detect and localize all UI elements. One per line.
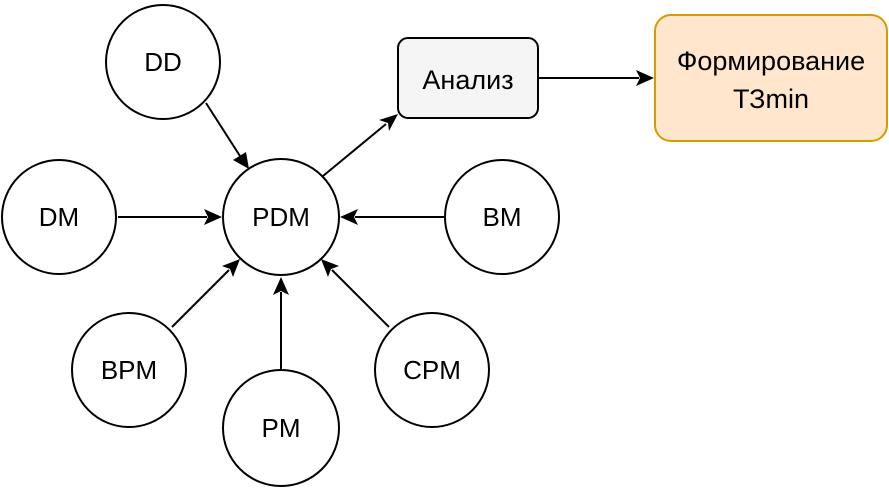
- node-bpm: BPM: [71, 312, 187, 428]
- node-formation-label-line1: Формирование: [677, 46, 865, 76]
- node-pm-label: PM: [262, 413, 301, 443]
- edge-dm-pdm: [118, 209, 222, 225]
- edge-pm-pdm: [273, 277, 289, 370]
- node-dm-label: DM: [39, 202, 79, 232]
- edge-pdm-analysis: [322, 114, 398, 177]
- node-analysis-label: Анализ: [422, 65, 513, 95]
- node-formation-label-line2: ТЗmin: [733, 84, 809, 114]
- nodes: DD DM PDM BM BPM PM CPM Анализ: [1, 4, 888, 487]
- edge-bpm-pdm: [171, 259, 240, 328]
- node-formation: Формирование ТЗmin: [654, 14, 888, 142]
- node-pdm-label: PDM: [252, 202, 310, 232]
- node-pm: PM: [222, 369, 340, 487]
- node-pdm: PDM: [222, 158, 340, 276]
- node-bm: BM: [444, 159, 560, 275]
- edge-analysis-formation: [538, 70, 654, 86]
- node-cpm: CPM: [374, 312, 490, 428]
- edges: [118, 70, 654, 370]
- edge-dd-pdm: [205, 102, 249, 169]
- edge-bm-pdm: [340, 209, 444, 225]
- node-cpm-label: CPM: [403, 355, 461, 385]
- node-dd-label: DD: [144, 47, 182, 77]
- node-dm: DM: [1, 159, 117, 275]
- node-analysis: Анализ: [397, 37, 539, 119]
- node-bpm-label: BPM: [101, 355, 157, 385]
- node-dd: DD: [105, 4, 221, 120]
- edge-cpm-pdm: [321, 259, 390, 328]
- node-bm-label: BM: [483, 202, 522, 232]
